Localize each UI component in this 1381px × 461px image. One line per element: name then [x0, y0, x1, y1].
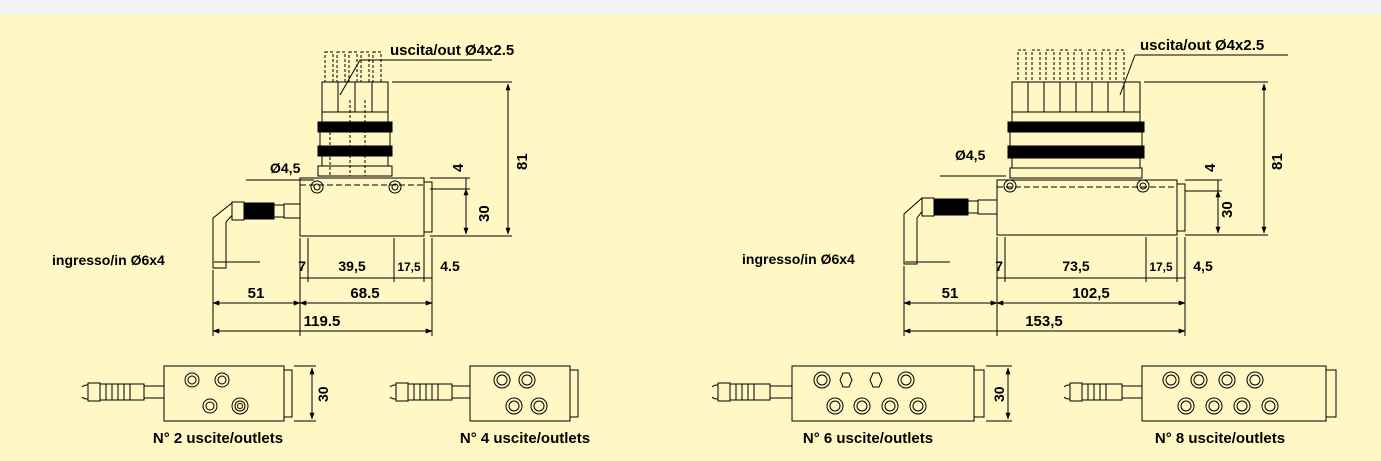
- plan-view-8-caption: N° 8 uscite/outlets: [1155, 430, 1285, 447]
- left-dim-b: 39,5: [338, 258, 365, 274]
- left-dim-body: 68.5: [350, 285, 379, 302]
- left-outlet-fittings: [317, 81, 393, 177]
- left-hole-label: Ø4,5: [270, 160, 301, 176]
- top-bar: [0, 0, 1381, 14]
- left-manifold-body: [299, 177, 425, 237]
- left-outlet-label: uscita/out Ø4x2.5: [390, 42, 514, 59]
- plan-view-8: [1063, 365, 1337, 422]
- right-dim-c: 17,5: [1149, 260, 1173, 274]
- plan-view-2-caption: N° 2 uscite/outlets: [153, 430, 283, 447]
- right-dim-height-body: 30: [1219, 201, 1236, 218]
- left-elevation-view: [212, 51, 512, 336]
- plan-view-6: [711, 365, 1012, 422]
- plan-view-4: [389, 365, 579, 422]
- right-inlet-fitting: [903, 197, 998, 265]
- right-mount-hole: [1003, 179, 1017, 193]
- plan-view-6-height: 30: [991, 386, 1007, 402]
- right-inlet-label: ingresso/in Ø6x4: [742, 251, 855, 267]
- right-dim-b: 73,5: [1062, 258, 1089, 274]
- left-inlet-fitting: [212, 201, 301, 269]
- left-dim-d: 4.5: [440, 258, 460, 274]
- right-outlet-label: uscita/out Ø4x2.5: [1140, 37, 1264, 54]
- right-outlet-tubes: [1017, 49, 1125, 83]
- left-dim-total: 119.5: [304, 313, 341, 330]
- left-dim-inlet: 51: [248, 285, 265, 302]
- left-dim-height-total: 81: [514, 153, 531, 170]
- right-dim-total: 153,5: [1025, 313, 1063, 330]
- plan-view-4-caption: N° 4 uscite/outlets: [460, 430, 590, 447]
- left-inlet-label: ingresso/in Ø6x4: [52, 252, 165, 268]
- left-dim-a: 7: [298, 258, 306, 274]
- left-dim-c: 17,5: [397, 260, 421, 274]
- right-dim-body: 102,5: [1072, 285, 1110, 302]
- right-dim-inlet: 51: [942, 285, 959, 302]
- plan-view-2-height: 30: [315, 386, 331, 402]
- right-dim-a: 7: [995, 258, 1003, 274]
- right-hole-label: Ø4,5: [955, 147, 986, 163]
- right-outlet-fittings: [1007, 81, 1145, 179]
- right-dim-height-total: 81: [1269, 153, 1286, 170]
- left-mount-hole: [310, 180, 324, 194]
- plan-view-6-caption: N° 6 uscite/outlets: [803, 430, 933, 447]
- right-elevation-view: [903, 49, 1288, 336]
- plan-view-2: [81, 365, 316, 422]
- left-outlet-tubes: [324, 51, 382, 83]
- right-dim-offset: 4: [1202, 163, 1219, 172]
- right-manifold-body: [996, 179, 1178, 236]
- left-dim-offset: 4: [450, 163, 467, 172]
- left-dim-height-body: 30: [476, 205, 493, 222]
- right-dim-d: 4,5: [1193, 258, 1213, 274]
